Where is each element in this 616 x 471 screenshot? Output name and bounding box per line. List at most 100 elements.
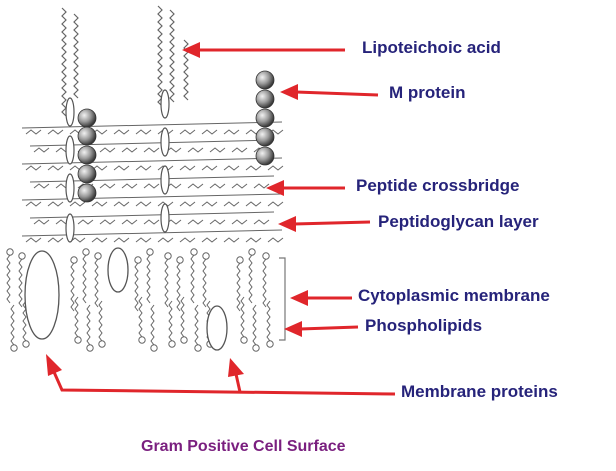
lipid-head bbox=[252, 344, 260, 352]
label-peptidoglycan-layer: Peptidoglycan layer bbox=[378, 212, 539, 231]
lipid-tail bbox=[134, 262, 139, 312]
lipid-head bbox=[10, 344, 18, 352]
peptide-crossbridge-segment bbox=[25, 201, 42, 207]
peptide-crossbridge-segment bbox=[179, 165, 196, 171]
peptide-crossbridge-segment bbox=[99, 219, 116, 225]
m-protein-beads-right bbox=[255, 70, 275, 166]
lipid-head bbox=[262, 252, 270, 260]
peptide-crossbridge-segment bbox=[267, 165, 284, 171]
m-protein-bead bbox=[255, 127, 275, 147]
teichoic-rod bbox=[65, 135, 75, 165]
label-m-protein: M protein bbox=[389, 83, 466, 102]
lipid-head bbox=[6, 248, 14, 256]
lipid-head bbox=[82, 248, 90, 256]
lipoteichoic-chain bbox=[61, 7, 67, 117]
lipid-tail bbox=[18, 258, 23, 308]
peptide-crossbridge-segment bbox=[47, 129, 64, 135]
membrane-protein bbox=[24, 250, 60, 340]
m-protein-bead bbox=[255, 146, 275, 166]
peptide-crossbridge-segment bbox=[121, 219, 138, 225]
peptide-crossbridge-segment bbox=[201, 237, 218, 243]
peptide-crossbridge-segment bbox=[267, 201, 284, 207]
m-protein-beads-left bbox=[77, 108, 97, 203]
peptide-crossbridge-segment bbox=[179, 129, 196, 135]
peptide-crossbridge-segment bbox=[25, 129, 42, 135]
lipid-tail bbox=[202, 258, 207, 308]
m-protein-bead bbox=[255, 89, 275, 109]
teichoic-rod bbox=[160, 203, 170, 233]
peptide-crossbridge-segment bbox=[91, 237, 108, 243]
peptide-crossbridge-segment bbox=[179, 201, 196, 207]
peptide-crossbridge-segment bbox=[99, 147, 116, 153]
lipid-head bbox=[70, 256, 78, 264]
peptide-crossbridge-segment bbox=[47, 201, 64, 207]
m-protein-bead bbox=[255, 70, 275, 90]
glycan-strand bbox=[29, 211, 275, 219]
peptide-crossbridge-segment bbox=[113, 129, 130, 135]
lipid-tail bbox=[248, 254, 253, 304]
lipid-tail bbox=[86, 304, 91, 346]
peptide-crossbridge-segment bbox=[33, 219, 50, 225]
peptide-crossbridge-segment bbox=[47, 237, 64, 243]
peptide-crossbridge-segment bbox=[231, 219, 248, 225]
phospholipid-bilayer bbox=[6, 248, 274, 352]
peptide-crossbridge-segment bbox=[91, 165, 108, 171]
peptide-crossbridge-segment bbox=[201, 165, 218, 171]
teichoic-rods bbox=[65, 89, 170, 243]
peptide-crossbridge-segment bbox=[223, 165, 240, 171]
lipid-tail bbox=[70, 262, 75, 312]
arrow-peptidoglycan-layer bbox=[278, 216, 371, 232]
lipid-tail bbox=[6, 254, 11, 304]
peptide-crossbridge-segment bbox=[179, 237, 196, 243]
lipid-head bbox=[240, 336, 248, 344]
membrane-protein bbox=[107, 247, 129, 293]
lipid-head bbox=[22, 340, 30, 348]
lipid-head bbox=[202, 252, 210, 260]
teichoic-rod bbox=[65, 173, 75, 203]
label-cytoplasmic-membrane: Cytoplasmic membrane bbox=[358, 286, 550, 305]
peptide-crossbridge-segment bbox=[113, 237, 130, 243]
lipoteichoic-chain bbox=[73, 13, 79, 99]
peptide-crossbridge-segment bbox=[209, 219, 226, 225]
membrane-protein-shapes bbox=[24, 247, 228, 351]
lipid-tail bbox=[146, 254, 151, 304]
lipid-tail bbox=[194, 304, 199, 346]
arrow-phospholipids bbox=[284, 321, 359, 337]
lipoteichoic-chain bbox=[157, 5, 163, 107]
lipid-tail bbox=[10, 304, 15, 346]
figure-caption: Gram Positive Cell Surface bbox=[141, 438, 346, 455]
peptide-crossbridge-segment bbox=[231, 183, 248, 189]
lipid-head bbox=[18, 252, 26, 260]
teichoic-rod bbox=[65, 213, 75, 243]
lipid-tail bbox=[150, 304, 155, 346]
lipid-tail bbox=[262, 258, 267, 308]
lipid-head bbox=[176, 256, 184, 264]
peptide-crossbridge-segment bbox=[33, 147, 50, 153]
arrow-cytoplasmic-membrane bbox=[290, 290, 352, 306]
lipid-tail bbox=[252, 304, 257, 346]
lipid-head bbox=[150, 344, 158, 352]
m-protein-bead bbox=[77, 183, 97, 203]
peptide-crossbridge-segment bbox=[25, 237, 42, 243]
lipid-head bbox=[266, 340, 274, 348]
peptide-crossbridge-segment bbox=[245, 237, 262, 243]
peptide-crossbridge-segment bbox=[135, 201, 152, 207]
peptide-crossbridge-segment bbox=[223, 237, 240, 243]
lipid-tail bbox=[22, 300, 27, 342]
membrane-protein bbox=[206, 305, 228, 351]
lipid-tail bbox=[180, 296, 185, 338]
lipid-head bbox=[194, 344, 202, 352]
teichoic-rod bbox=[65, 97, 75, 127]
peptide-crossbridge-segment bbox=[253, 219, 270, 225]
teichoic-rod bbox=[160, 127, 170, 157]
lipid-head bbox=[236, 256, 244, 264]
lipid-head bbox=[138, 336, 146, 344]
peptide-crossbridge-segment bbox=[223, 201, 240, 207]
lipid-tail bbox=[164, 258, 169, 308]
membrane-bracket bbox=[279, 257, 286, 341]
arrow-lipoteichoic-acid bbox=[182, 42, 345, 58]
peptide-crossbridge-segment bbox=[209, 147, 226, 153]
peptide-crossbridge-segment bbox=[187, 219, 204, 225]
peptide-crossbridge-segment bbox=[201, 129, 218, 135]
